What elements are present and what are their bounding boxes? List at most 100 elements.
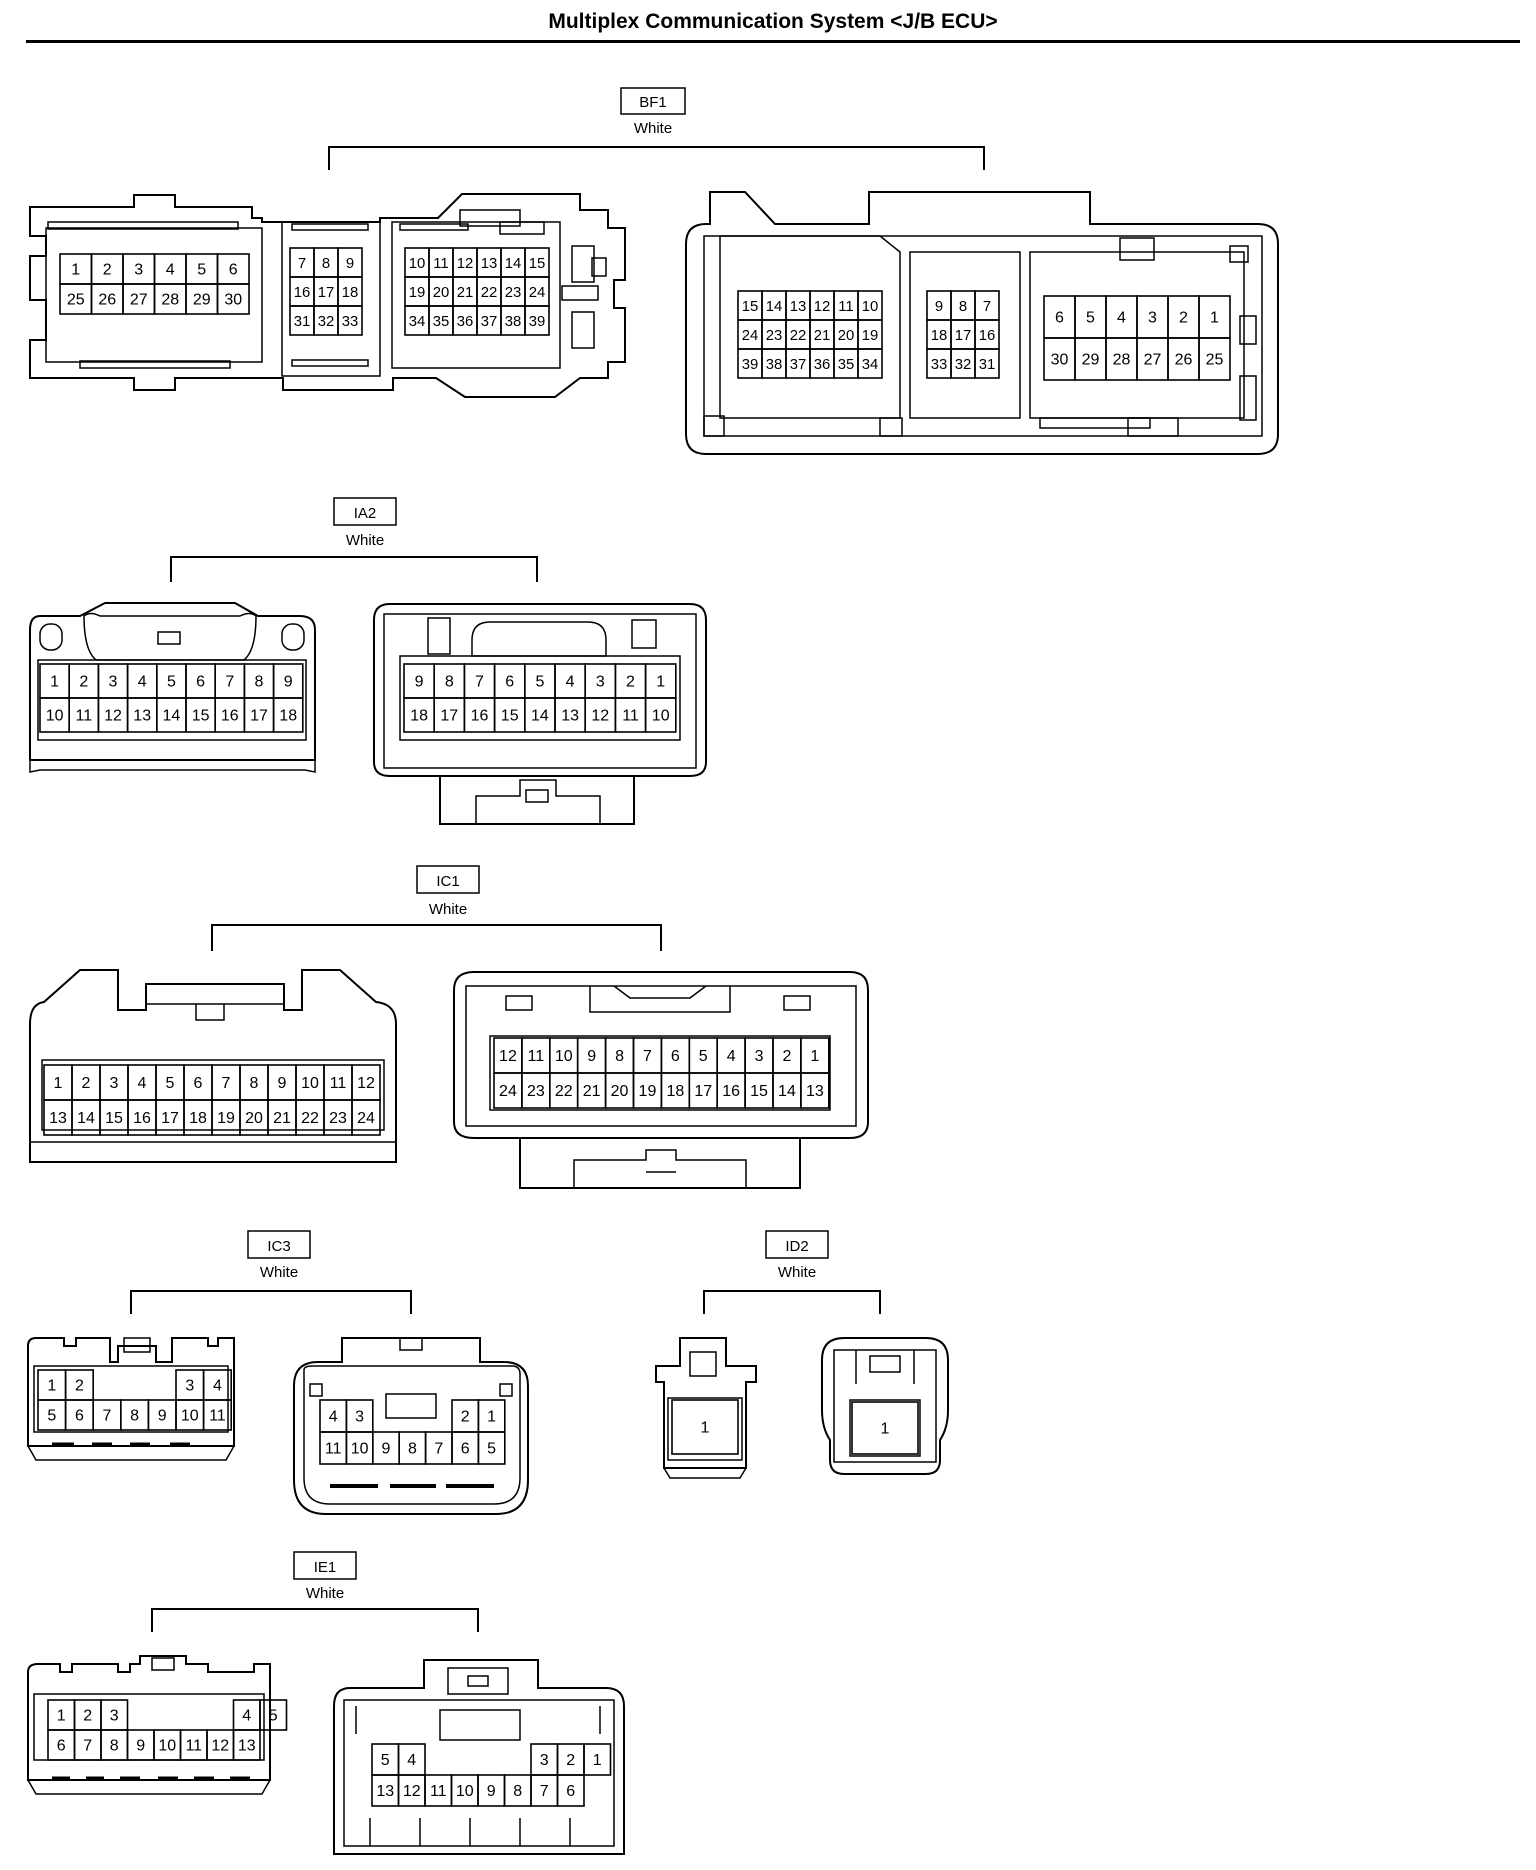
pin-number: 17 — [250, 708, 268, 725]
pin-number: 1 — [47, 1378, 56, 1395]
pin-number: 1 — [71, 262, 80, 279]
pin-number: 13 — [790, 299, 807, 315]
pin-number: 1 — [487, 1409, 496, 1426]
connector-housing-right — [373, 603, 707, 825]
pin-number: 12 — [357, 1075, 375, 1092]
pin-number: 24 — [529, 285, 546, 301]
pin-number: 28 — [161, 292, 179, 309]
pin-number: 23 — [527, 1083, 545, 1100]
pin-number: 10 — [652, 708, 670, 725]
pin-number: 18 — [279, 708, 297, 725]
pin-number: 2 — [1179, 310, 1188, 327]
pin-number: 11 — [75, 708, 92, 725]
pin-number: 5 — [699, 1048, 708, 1065]
title-rule — [26, 40, 1520, 43]
pin-cell — [800, 1072, 830, 1109]
connector-housing-right — [333, 1659, 625, 1855]
pin-number: 33 — [931, 357, 948, 373]
pin-number: 14 — [505, 256, 522, 272]
pin-number: 16 — [133, 1110, 151, 1127]
pin-block: 1 — [671, 1399, 739, 1455]
pin-number: 8 — [250, 1075, 259, 1092]
pin-number: 6 — [566, 1783, 575, 1800]
pin-number: 30 — [224, 292, 242, 309]
pin-cell — [272, 697, 304, 733]
pin-number: 7 — [222, 1075, 231, 1092]
pin-number: 4 — [407, 1752, 416, 1769]
pin-number: 19 — [217, 1110, 235, 1127]
pin-number: 5 — [167, 674, 176, 691]
pin-number: 2 — [566, 1752, 575, 1769]
pin-number: 13 — [238, 1738, 256, 1755]
pin-number: 7 — [83, 1738, 92, 1755]
connector-housing-left — [29, 969, 397, 1163]
pin-number: 7 — [225, 674, 234, 691]
pin-cell — [974, 348, 1000, 379]
pin-number: 3 — [1148, 310, 1157, 327]
pin-number: 13 — [561, 708, 579, 725]
pin-number: 14 — [163, 708, 181, 725]
pin-number: 6 — [461, 1441, 470, 1458]
pin-number: 8 — [408, 1441, 417, 1458]
pin-number: 10 — [351, 1441, 369, 1458]
pin-number: 16 — [294, 285, 311, 301]
pin-number: 9 — [382, 1441, 391, 1458]
pin-number: 10 — [862, 299, 879, 315]
pin-number: 10 — [158, 1738, 176, 1755]
pin-number: 25 — [67, 292, 85, 309]
connector-housing-left — [29, 602, 316, 773]
pin-number: 7 — [983, 299, 991, 315]
pin-number: 17 — [318, 285, 335, 301]
pin-number: 35 — [433, 314, 450, 330]
pin-number: 5 — [1086, 310, 1095, 327]
pin-number: 1 — [593, 1752, 602, 1769]
pin-number: 23 — [766, 328, 783, 344]
pin-number: 15 — [192, 708, 210, 725]
pin-number: 10 — [181, 1408, 199, 1425]
pin-number: 15 — [750, 1083, 768, 1100]
pin-number: 15 — [501, 708, 519, 725]
pin-number: 15 — [105, 1110, 123, 1127]
pin-number: 8 — [615, 1048, 624, 1065]
pin-number: 10 — [555, 1048, 573, 1065]
connector-id: ID2 — [785, 1238, 808, 1255]
pin-number: 8 — [445, 674, 454, 691]
pin-cell — [1198, 337, 1231, 381]
connector-housing-left — [26, 1337, 236, 1461]
pin-cell — [351, 1099, 381, 1136]
pin-number: 21 — [814, 328, 831, 344]
connector-housing-right — [821, 1337, 949, 1475]
pin-number: 7 — [298, 256, 306, 272]
pin-number: 18 — [189, 1110, 207, 1127]
connector-ID2: ID2 White 1 1 — [655, 1230, 949, 1479]
page-title: Multiplex Communication System <J/B ECU> — [548, 10, 998, 33]
pin-number: 9 — [346, 256, 354, 272]
connector-housing-right — [293, 1337, 529, 1515]
pin-number: 1 — [810, 1048, 819, 1065]
pin-number: 2 — [782, 1048, 791, 1065]
pin-number: 15 — [742, 299, 759, 315]
pin-number: 8 — [110, 1738, 119, 1755]
pin-number: 2 — [79, 674, 88, 691]
connector-bracket — [211, 924, 662, 951]
pin-number: 6 — [57, 1738, 66, 1755]
pin-number: 13 — [806, 1083, 824, 1100]
pin-cell — [857, 348, 883, 379]
pin-number: 13 — [481, 256, 498, 272]
pin-number: 11 — [330, 1075, 347, 1092]
pin-number: 11 — [433, 256, 448, 272]
pin-number: 39 — [742, 357, 759, 373]
pin-number: 14 — [766, 299, 783, 315]
pin-number: 4 — [213, 1378, 222, 1395]
pin-number: 11 — [528, 1048, 545, 1065]
pin-number: 5 — [47, 1408, 56, 1425]
pin-number: 10 — [46, 708, 64, 725]
connector-BF1: BF1 White — [29, 87, 1279, 455]
pin-cell — [524, 305, 550, 336]
connector-bracket — [130, 1290, 412, 1314]
pin-cell — [202, 1399, 233, 1431]
